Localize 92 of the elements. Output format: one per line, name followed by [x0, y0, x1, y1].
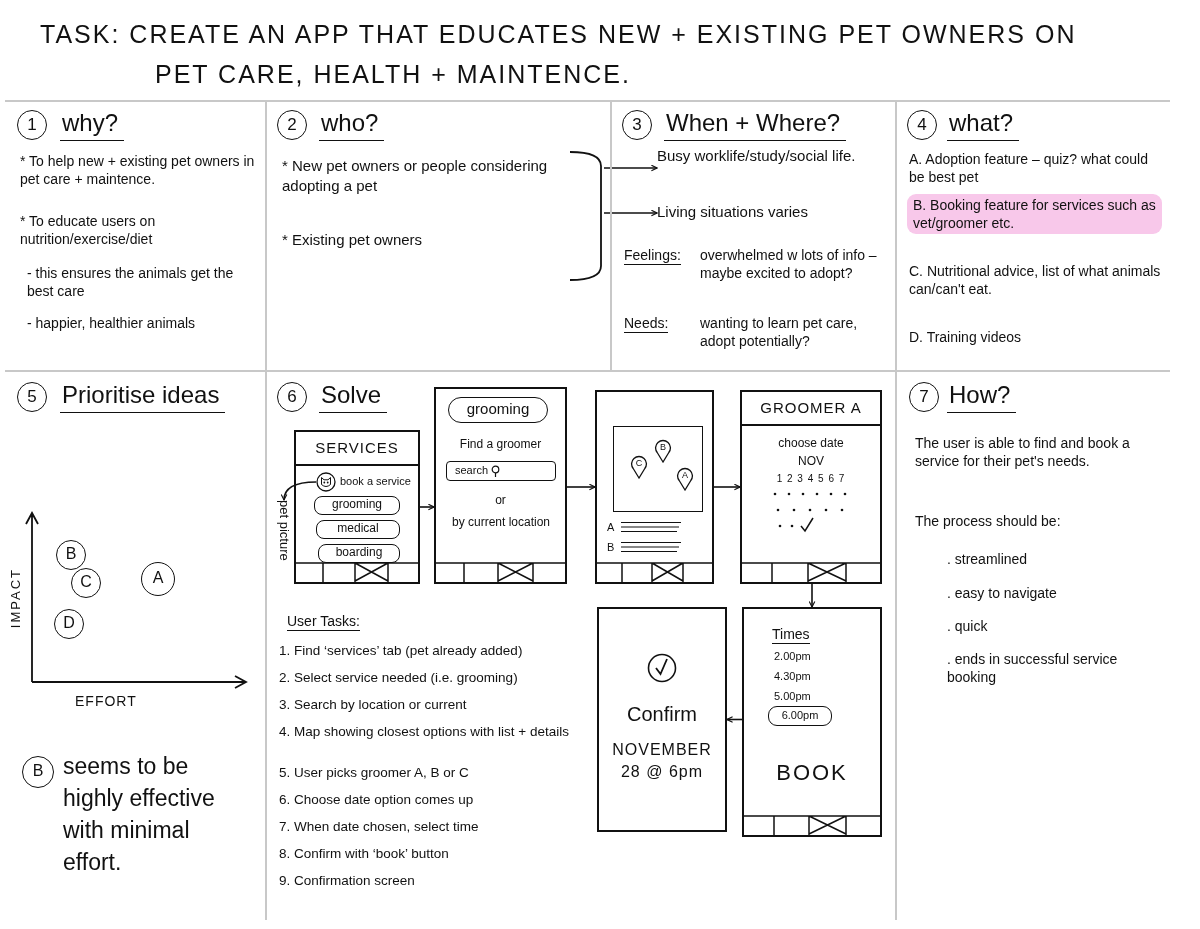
section-panel — [895, 370, 1170, 920]
section-heading: Prioritise ideas — [60, 380, 226, 413]
body-text: wanting to learn pet care, adopt potentially? — [700, 314, 859, 350]
list-label: B — [607, 540, 615, 554]
phone-screen — [742, 607, 882, 837]
list-text: Busy worklife/study/social life. — [657, 146, 893, 186]
subheading: Needs: — [624, 314, 669, 333]
list-text: C. Nutritional advice, list of what animals can/can't eat. — [909, 262, 1162, 298]
task-item: 3. Search by location or current — [279, 696, 468, 713]
list-text: D. Training videos — [909, 328, 1023, 346]
arrow — [603, 164, 658, 172]
section-heading: When + Where? — [664, 108, 847, 141]
list-item-text: . easy to navigate — [947, 584, 1058, 602]
phone-screen — [294, 430, 420, 584]
subheading: Feelings: — [624, 246, 681, 265]
bullet-text: * Existing pet owners — [282, 230, 424, 250]
screen-text: 1 2 3 4 5 6 7 — [775, 472, 847, 485]
page-title: TASK: CREATE AN APP THAT EDUCATES NEW + EXISTING PET OWNERS ON PET CARE, HEALTH + MAINTENCE. — [40, 19, 1078, 90]
arrow — [713, 483, 741, 491]
arrow — [603, 209, 658, 217]
phone-screen — [595, 390, 714, 584]
highlighted-text: B. Booking feature for services such as vet/groomer etc. — [907, 194, 1162, 234]
screen-text: 2.00pm — [774, 649, 811, 663]
task-item: 9. Confirmation screen — [279, 872, 416, 889]
bullet-text: * To help new + existing pet owners in pet care + maintence. — [20, 152, 256, 188]
service-button: grooming — [314, 496, 400, 515]
list-label: A — [607, 520, 615, 534]
section-panel — [610, 100, 895, 370]
annotation-text: pet picture — [275, 500, 293, 592]
bullet-text: * To educate users on nutrition/exercise/diet — [20, 212, 157, 248]
confirmation-title: Confirm — [626, 702, 698, 727]
service-button: medical — [316, 520, 400, 539]
screen-title: GROOMER A — [742, 392, 880, 426]
task-item: 6. Choose date option comes up — [279, 791, 475, 808]
screen-text: choose date — [777, 436, 845, 451]
confirmation-date: NOVEMBER 28 @ 6pm — [611, 740, 713, 782]
task-item: 5. User picks groomer A, B or C — [279, 764, 470, 781]
bullet-text: - happier, healthier animals — [27, 314, 197, 332]
task-item: 8. Confirm with ‘book’ button — [279, 845, 450, 862]
service-button: boarding — [318, 544, 400, 563]
screen-text: Find a groomer — [458, 437, 543, 452]
list-item-text: . quick — [947, 617, 989, 635]
screen-text: or — [494, 493, 507, 508]
time-slot-button: 6.00pm — [768, 706, 832, 726]
task-item: 4. Map showing closest options with list + details — [279, 723, 571, 740]
task-item: 1. Find ‘services’ tab (pet already added) — [279, 642, 524, 659]
list-item-text: . streamlined — [947, 550, 1029, 568]
list-text: Living situations varies — [657, 202, 893, 224]
bullet-text: * New pet owners or people considering adopting a pet — [282, 156, 549, 196]
task-item: 7. When date chosen, select time — [279, 818, 480, 835]
section-panel — [895, 100, 1170, 370]
map-pin: B — [654, 439, 672, 463]
section-heading: How? — [947, 380, 1017, 413]
cat-face-icon — [316, 472, 336, 492]
screen-text: 4.30pm — [774, 669, 811, 683]
bullet-text: - this ensures the animals get the best care — [27, 264, 235, 300]
search-field: search — [446, 461, 556, 481]
task-item: 2. Select service needed (i.e. grooming) — [279, 669, 519, 686]
list-text: A. Adoption feature – quiz? what could be best pet — [909, 150, 1149, 186]
map-pin: C — [630, 455, 648, 479]
axis-label: IMPACT — [8, 568, 23, 629]
screen-text: by current location — [451, 515, 551, 530]
map-area — [613, 426, 703, 512]
section-heading: what? — [947, 108, 1020, 141]
section-heading: why? — [60, 108, 125, 141]
section-heading: who? — [319, 108, 385, 141]
screen-text: book a service — [340, 474, 411, 488]
section-panel — [265, 100, 610, 370]
arrow — [281, 481, 317, 501]
screen-text: NOV — [797, 454, 825, 469]
section-panel — [265, 370, 895, 920]
axis-label: EFFORT — [75, 693, 137, 709]
phone-screen — [434, 387, 567, 584]
body-text: The user is able to find and book a service for their pet's needs. — [915, 434, 1131, 470]
arrow — [419, 503, 435, 511]
arrow — [808, 583, 816, 608]
screen-text: 5.00pm — [774, 689, 811, 703]
arrow — [566, 483, 596, 491]
book-label: BOOK — [775, 759, 849, 787]
arrow — [726, 716, 743, 723]
list-item-text: . ends in successful service booking — [947, 650, 1119, 686]
screen-title: SERVICES — [296, 432, 418, 466]
note-text: seems to be highly effective with minimal effort. — [63, 752, 216, 877]
body-text: The process should be: — [915, 512, 1062, 530]
body-text: overwhelmed w lots of info – maybe excited to adopt? — [700, 246, 878, 282]
phone-screen — [740, 390, 882, 584]
bracketed-list — [282, 150, 604, 282]
section-heading: Solve — [319, 380, 388, 413]
subheading: User Tasks: — [287, 612, 360, 631]
screen-subheading: Times — [772, 625, 810, 644]
map-pin: A — [676, 467, 694, 491]
phone-screen — [597, 607, 727, 832]
